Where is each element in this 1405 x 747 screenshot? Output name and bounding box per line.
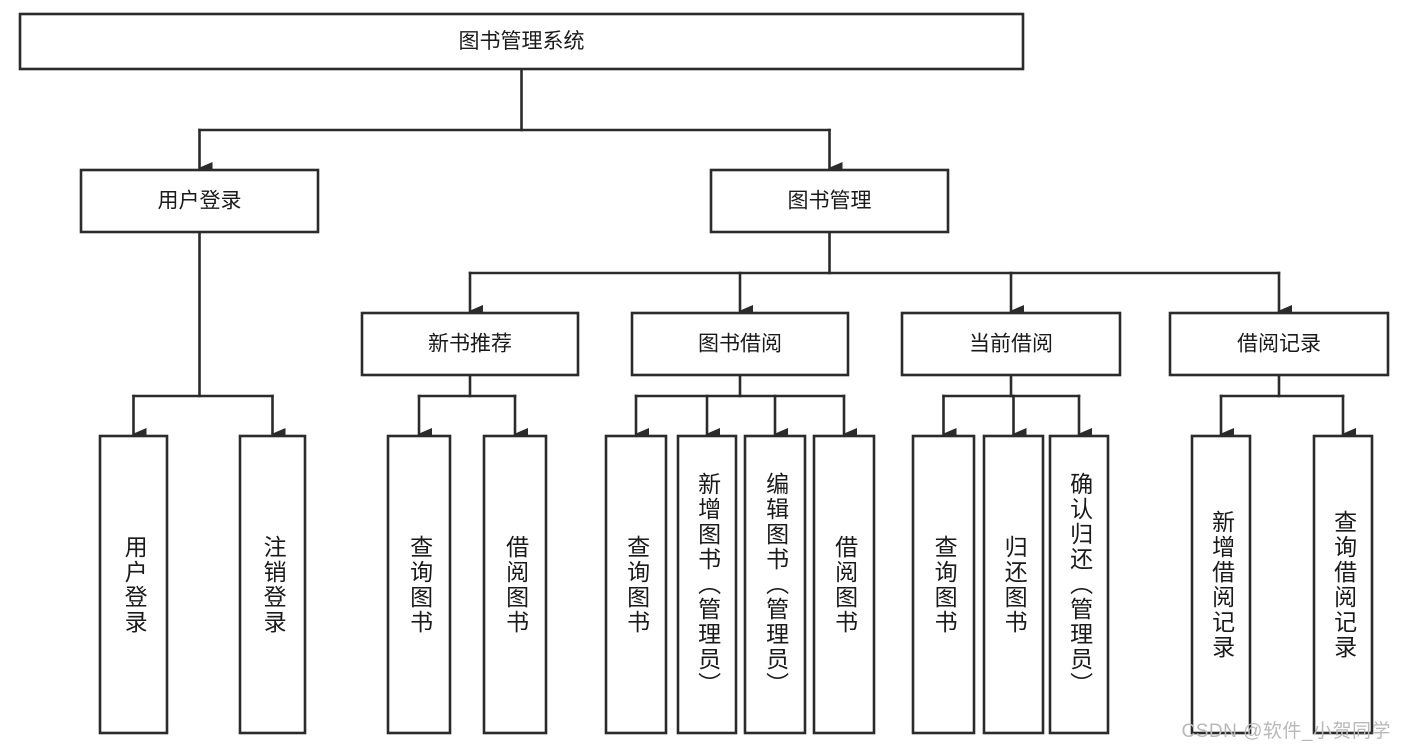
node-label-borrow-record: 借阅记录 xyxy=(1237,333,1321,356)
node-box-leaf-return-book[interactable] xyxy=(982,434,1045,735)
node-box-borrow-record[interactable] xyxy=(1168,311,1390,377)
node-box-book-borrow[interactable] xyxy=(630,311,850,377)
connector-layer xyxy=(132,67,1356,440)
node-box-leaf-confirm-return[interactable] xyxy=(1048,434,1110,735)
node-box-user-login[interactable] xyxy=(79,168,320,234)
node-label-book-manage: 图书管理 xyxy=(788,190,872,213)
node-box-leaf-query-book-recommend[interactable] xyxy=(386,434,452,735)
node-box-leaf-borrow-book-recommend[interactable] xyxy=(482,434,548,735)
node-label-new-book-recommend: 新书推荐 xyxy=(428,333,512,356)
node-box-leaf-query-book-current[interactable] xyxy=(911,434,976,735)
node-box-leaf-add-book[interactable] xyxy=(676,434,738,735)
node-box-leaf-borrow-book[interactable] xyxy=(812,434,876,735)
watermark: CSDN @软件_小贺同学 xyxy=(1181,721,1391,742)
node-box-new-book-recommend[interactable] xyxy=(360,311,580,377)
node-box-leaf-logout[interactable] xyxy=(238,434,307,735)
node-label-root: 图书管理系统 xyxy=(459,30,585,53)
node-box-root[interactable] xyxy=(18,12,1025,71)
node-box-leaf-query-book-borrow[interactable] xyxy=(604,434,668,735)
node-box-current-borrow[interactable] xyxy=(900,311,1122,377)
node-label-book-borrow: 图书借阅 xyxy=(698,333,782,356)
node-box-leaf-query-borrow-record[interactable] xyxy=(1312,434,1374,735)
node-box-leaf-edit-book[interactable] xyxy=(743,434,807,735)
node-box-leaf-add-borrow-record[interactable] xyxy=(1190,434,1252,735)
node-label-user-login: 用户登录 xyxy=(158,190,242,213)
node-box-layer xyxy=(18,12,1390,735)
node-label-current-borrow: 当前借阅 xyxy=(969,333,1053,356)
node-box-leaf-user-login[interactable] xyxy=(98,434,169,735)
node-box-book-manage[interactable] xyxy=(709,168,950,234)
